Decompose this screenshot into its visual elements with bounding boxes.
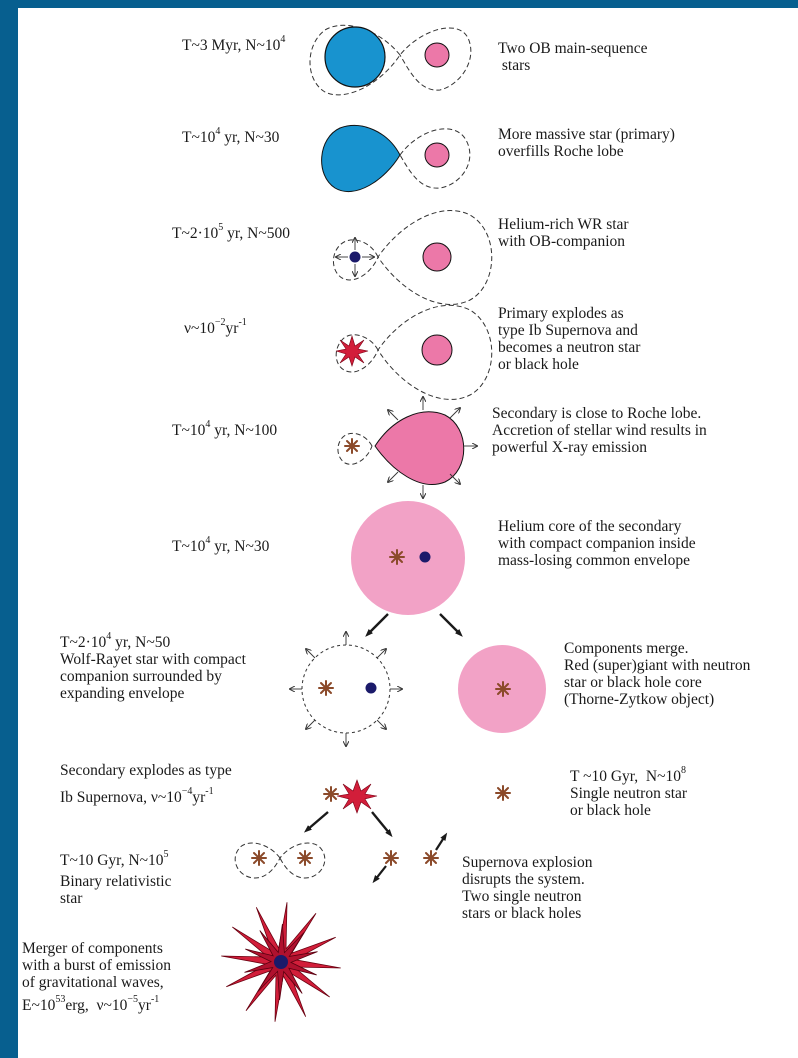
pink-star-icon: [375, 412, 464, 485]
expanding-envelope-icon: [302, 645, 390, 733]
common-envelope-icon: [351, 501, 465, 615]
s5-desc: Secondary is close to Roche lobe.Accreti…: [492, 405, 707, 456]
blue-star-icon: [325, 27, 385, 87]
neutron-star-icon: [324, 787, 338, 801]
pink-star-icon: [423, 243, 451, 271]
stage4-binary: [336, 305, 492, 399]
stage7b-tzo: [458, 645, 546, 733]
pink-star-icon: [422, 335, 452, 365]
s4-params: ν~10−2yr-1: [184, 320, 247, 337]
arrow-icon: [307, 812, 328, 830]
stage3-binary: [333, 211, 491, 305]
neutron-star-icon: [345, 439, 359, 453]
arrow-icon: [368, 614, 388, 634]
s3-params: T~2·105 yr, N~500: [172, 225, 290, 242]
neutron-star-icon: [424, 851, 438, 865]
arrow-icon: [440, 614, 460, 634]
s7b-desc: Components merge.Red (super)giant with n…: [564, 640, 750, 708]
pink-star-icon: [425, 143, 449, 167]
arrow-icon: [372, 812, 390, 834]
neutron-star-icon: [384, 851, 398, 865]
envelope-arrows: [290, 632, 402, 746]
compact-object-icon: [274, 955, 288, 969]
arrow-icon: [436, 836, 445, 850]
s5-params: T~104 yr, N~100: [172, 422, 277, 439]
neutron-star-icon: [390, 550, 404, 564]
supernova-icon: [336, 336, 368, 366]
stage6-common-envelope: [351, 501, 465, 615]
stage5-binary: [338, 397, 477, 498]
stage2-binary: [322, 126, 470, 192]
s6-params: T~104 yr, N~30: [172, 538, 269, 555]
neutron-star-icon: [298, 851, 312, 865]
neutron-star-icon: [252, 851, 266, 865]
s1-desc: Two OB main-sequence stars: [498, 40, 648, 74]
blue-star-icon: [322, 126, 400, 192]
arrow-icon: [375, 866, 386, 880]
neutron-star-icon: [496, 682, 510, 696]
s1-params: T~3 Myr, N~104: [182, 37, 285, 54]
stage9b-disrupted: [375, 836, 445, 880]
compact-object-icon: [350, 252, 361, 263]
stage8a-explosion: [324, 780, 377, 813]
stage7a-wr-envelope: [290, 632, 402, 746]
roche-lobe-icon: [235, 843, 325, 878]
supernova-icon: [337, 780, 377, 813]
stage1-binary: [310, 25, 471, 95]
neutron-star-icon: [319, 681, 333, 695]
pink-star-icon: [425, 43, 449, 67]
s2-params: T~104 yr, N~30: [182, 129, 279, 146]
s2-desc: More massive star (primary)overfills Roc…: [498, 126, 675, 160]
stage9a-binary-relativistic: [235, 843, 325, 878]
gravitational-wave-burst-icon: [221, 902, 340, 1021]
neutron-star-icon: [496, 786, 510, 800]
compact-object-icon: [366, 683, 377, 694]
compact-object-icon: [420, 552, 431, 563]
